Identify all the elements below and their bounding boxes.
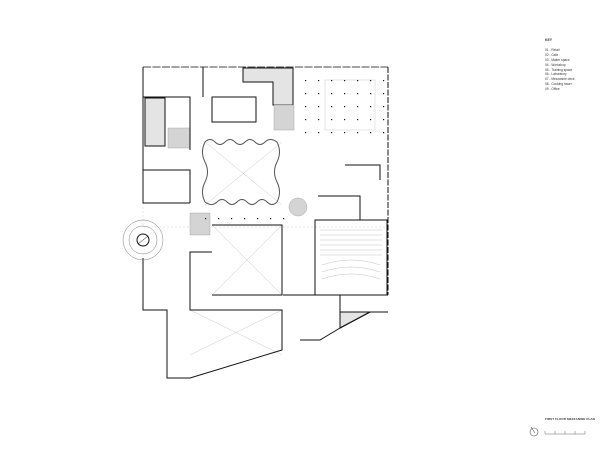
column <box>244 218 246 220</box>
lower-wing <box>142 252 283 379</box>
column <box>357 119 359 121</box>
auditorium <box>314 219 388 296</box>
column <box>305 132 307 134</box>
key-item: 06 - Laboratory <box>545 72 567 77</box>
central-void-balustrade <box>202 139 280 205</box>
column <box>318 119 320 121</box>
column <box>344 80 346 82</box>
column <box>383 93 385 95</box>
key-item: 07 - Mezzanine deck <box>545 77 575 82</box>
column <box>305 80 307 82</box>
column <box>318 93 320 95</box>
key-item: 08 - Cooking tower <box>545 82 572 87</box>
column <box>370 80 372 82</box>
void-left <box>144 97 166 147</box>
column <box>305 93 307 95</box>
column <box>383 132 385 134</box>
column <box>305 119 307 121</box>
column <box>344 119 346 121</box>
left-block-wall <box>142 67 190 204</box>
key-item: 02 - Cafe <box>545 52 559 57</box>
key-item: 04 - Workshop <box>545 62 566 67</box>
column <box>357 106 359 108</box>
column <box>218 218 220 220</box>
column <box>370 132 372 134</box>
column <box>331 132 333 134</box>
key-item: 09 - Office <box>545 87 560 92</box>
key-item: 03 - Maker space <box>545 57 570 62</box>
column <box>205 218 207 220</box>
column <box>305 106 307 108</box>
column <box>357 93 359 95</box>
column <box>231 218 233 220</box>
north-arrow-icon <box>529 426 539 437</box>
circular-stair <box>122 219 164 261</box>
column <box>257 218 259 220</box>
columns <box>205 80 385 220</box>
plan-title: FIRST FLOOR MEZZANINE PLAN <box>545 417 595 421</box>
column <box>370 93 372 95</box>
column <box>270 218 272 220</box>
column <box>318 132 320 134</box>
column <box>331 80 333 82</box>
column <box>344 132 346 134</box>
column <box>357 80 359 82</box>
column <box>383 119 385 121</box>
column <box>383 106 385 108</box>
column <box>344 93 346 95</box>
auditorium-seating <box>320 229 382 280</box>
workshop-hall <box>212 224 283 296</box>
column <box>357 132 359 134</box>
void-areas <box>144 67 371 329</box>
column <box>283 218 285 220</box>
key-title: KEY <box>545 38 552 42</box>
column <box>331 119 333 121</box>
column <box>383 80 385 82</box>
column <box>344 106 346 108</box>
walls <box>142 66 389 379</box>
column <box>318 106 320 108</box>
key-legend: KEY 01 - Retail 02 - Cafe 03 - Maker spa… <box>545 38 574 92</box>
key-item: 01 - Retail <box>545 47 560 52</box>
column <box>331 93 333 95</box>
room-top <box>211 96 257 123</box>
column <box>370 119 372 121</box>
column <box>331 106 333 108</box>
key-item: 05 - Training space <box>545 67 573 72</box>
column <box>370 106 372 108</box>
void-top <box>242 67 294 106</box>
scale-bar <box>544 431 586 435</box>
column <box>318 80 320 82</box>
